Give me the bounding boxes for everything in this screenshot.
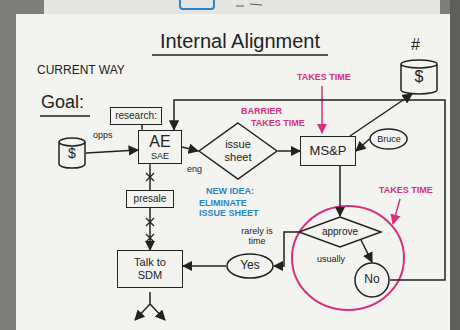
node-text: AE [149, 133, 170, 151]
node-label-group: approve [322, 226, 358, 238]
node-text: MS&P [310, 144, 347, 159]
node-text: Bruce [377, 134, 401, 144]
callout-arrow [321, 86, 323, 133]
paper-sheet [16, 14, 450, 330]
flow-arrow [183, 265, 226, 267]
flow-arrow [278, 150, 300, 152]
edge-label: opps [92, 130, 114, 140]
node-text: approve [322, 226, 358, 238]
node-label-group: Yes [240, 259, 260, 273]
process-box: research: [110, 107, 162, 125]
note-label: TAKES TIME [250, 118, 306, 128]
outcome-circle: No [354, 262, 390, 298]
back-sheet-scribble [236, 4, 262, 6]
node-label-group: $ [415, 68, 424, 86]
node-text: $ [415, 68, 424, 86]
ellipse-outline [370, 129, 407, 149]
goal-underline [40, 115, 90, 117]
process-box: AESAE [138, 130, 182, 165]
money-cylinder: $ [58, 138, 86, 168]
branch-arrow [150, 304, 165, 320]
flow-arrow [274, 232, 298, 266]
decision-diamond: approve [298, 216, 382, 248]
outcome-ellipse: Yes [226, 253, 274, 279]
ellipse-outline [227, 254, 273, 278]
flow-arrow [182, 147, 198, 151]
note-label: eng [186, 164, 203, 174]
node-text: research: [115, 110, 157, 122]
diamond-outline [299, 217, 381, 247]
node-text: presale [134, 193, 167, 205]
title-underline [152, 54, 328, 56]
flow-arrow [174, 100, 445, 280]
node-label-group: Talk to SDM [125, 256, 175, 281]
highlight-ellipse [292, 206, 404, 310]
edge-label: rarely is time [238, 226, 276, 247]
diamond-outline [199, 123, 277, 179]
flow-arrow [361, 240, 372, 262]
branch-arrow [135, 304, 150, 320]
node-label-group: No [364, 273, 379, 287]
node-label-group: Bruce [377, 134, 401, 144]
branch-line [149, 292, 151, 304]
node-label-group: issue sheet [220, 138, 256, 163]
node-text: SAE [149, 151, 170, 161]
note-label: TAKES TIME [378, 185, 434, 195]
node-text: $ [68, 145, 76, 161]
node-label-group: AESAE [149, 133, 170, 162]
flow-arrow [149, 208, 151, 250]
node-label-group: presale [134, 193, 167, 205]
note-label: TAKES TIME [296, 72, 352, 82]
cylinder-outline [401, 60, 437, 94]
back-sheet-box [180, 0, 214, 9]
node-label-group: $ [68, 145, 76, 161]
wall-strip [450, 0, 460, 330]
node-label-group: research: [115, 110, 157, 122]
flow-arrow [149, 164, 151, 190]
flow-arrow [86, 150, 138, 153]
node-text: Yes [240, 259, 260, 273]
edge-label: usually [316, 254, 346, 264]
note-label: ELIMINATE ISSUE SHEET [198, 198, 272, 219]
diagram-title: Internal Alignment [160, 30, 320, 53]
node-text: issue sheet [220, 138, 256, 163]
note-label: # [410, 36, 421, 54]
decision-diamond: issue sheet [198, 122, 278, 180]
node-text: No [364, 273, 379, 287]
ellipse-outline [355, 263, 389, 297]
node-text: Talk to SDM [125, 256, 175, 281]
flow-arrow [356, 139, 369, 151]
process-box: presale [126, 190, 174, 208]
node-label-group: MS&P [310, 144, 347, 159]
process-box: MS&P [300, 136, 356, 166]
note-label: BARRIER [240, 106, 283, 116]
money-cylinder: $ [400, 60, 438, 94]
cylinder-outline [59, 138, 85, 168]
callout-arrow [393, 199, 400, 224]
note-label: CURRENT WAY [36, 64, 126, 78]
flow-arrow [339, 166, 341, 216]
note-label: NEW IDEA: [205, 186, 255, 196]
note-label: Goal: [40, 92, 85, 113]
process-box: Talk to SDM [117, 250, 183, 288]
person-circle: Bruce [369, 128, 408, 150]
